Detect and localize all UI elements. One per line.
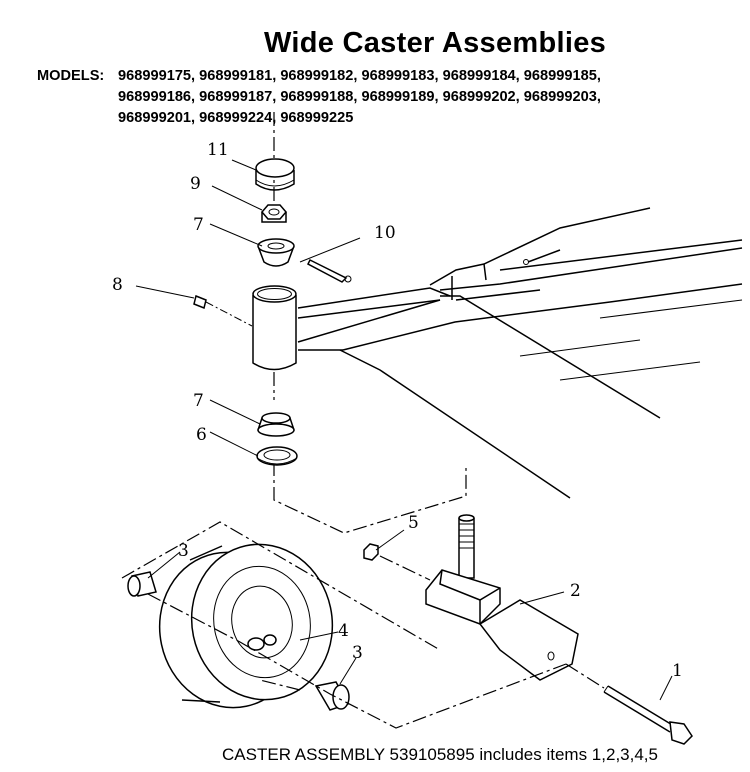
deck-frame <box>339 207 743 499</box>
part-10-cotter-pin <box>307 258 352 283</box>
part-7-lower-bearing <box>257 412 295 437</box>
spindle-tube <box>252 285 297 371</box>
part-8-grease-fitting <box>193 294 253 327</box>
models-line-2: 968999186, 968999187, 968999188, 9689991… <box>118 89 601 105</box>
part-1-bolt <box>565 663 693 745</box>
callout-7-lower: 7 <box>193 391 204 411</box>
part-6-seal <box>256 446 298 466</box>
part-11-dust-cap <box>255 158 295 191</box>
callout-7-upper: 7 <box>193 215 204 235</box>
callout-5: 5 <box>408 513 419 533</box>
part-3-spacer-lower <box>314 681 350 711</box>
part-4-wheel <box>158 543 334 709</box>
callout-4: 4 <box>338 621 349 641</box>
caster-arm <box>297 287 451 351</box>
caster-assembly-note: CASTER ASSEMBLY 539105895 includes items… <box>222 745 658 764</box>
callout-6: 6 <box>196 425 207 445</box>
callout-2: 2 <box>570 581 581 601</box>
models-list: MODELS: 968999175, 968999181, 968999182, … <box>37 66 737 129</box>
part-9-castle-nut <box>261 204 287 223</box>
page-title: Wide Caster Assemblies <box>263 27 607 59</box>
part-5-locknut <box>363 543 431 581</box>
part-3-spacer-upper <box>127 571 157 597</box>
callout-11: 11 <box>207 140 229 160</box>
callout-1: 1 <box>672 661 683 681</box>
callout-8: 8 <box>112 275 123 295</box>
models-label: MODELS: <box>37 68 105 84</box>
models-line-1: 968999175, 968999181, 968999182, 9689991… <box>118 68 601 84</box>
callout-3-upper: 3 <box>178 541 189 561</box>
callout-10: 10 <box>374 223 396 243</box>
models-line-3: 968999201, 968999224, 968999225 <box>118 110 354 126</box>
callout-3-lower: 3 <box>352 643 363 663</box>
part-7-upper-bearing <box>257 238 295 267</box>
part-2-caster-yoke <box>425 514 579 681</box>
callout-9: 9 <box>190 174 201 194</box>
